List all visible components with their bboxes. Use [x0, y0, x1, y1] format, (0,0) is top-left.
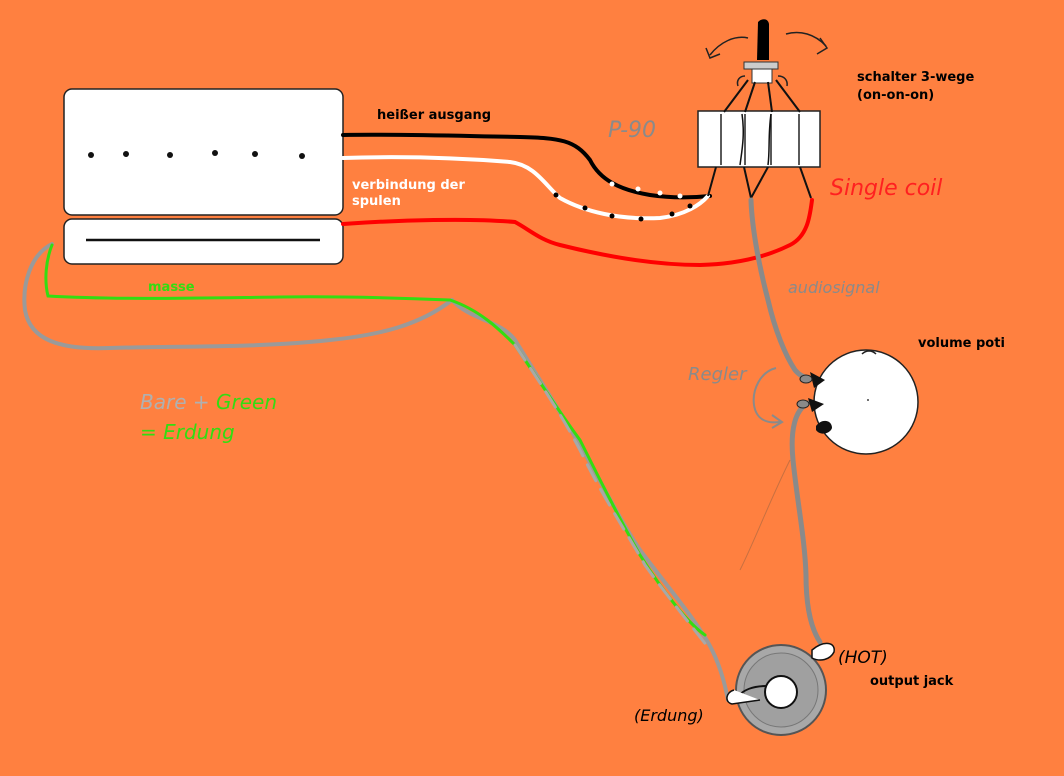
coil-wire-dots: [553, 192, 693, 222]
p90-label: P-90: [608, 118, 656, 143]
audio-signal-wire: [748, 197, 813, 381]
volume-pot: [796, 349, 919, 455]
switch-label-line1: schalter 3-wege: [857, 70, 975, 85]
jack-ground-label: (Erdung): [634, 706, 704, 725]
output-jack-label: output jack: [870, 674, 954, 689]
plus-sign: +: [192, 390, 210, 414]
hot-wire-dots: [609, 181, 683, 199]
pickup-pole-pieces: [88, 150, 305, 159]
regler-label: Regler: [688, 364, 747, 385]
single-coil-label: Single coil: [830, 176, 943, 201]
single-coil-wire: [341, 198, 814, 268]
jack-hot-label: (HOT): [838, 648, 888, 668]
ground-label: masse: [148, 280, 195, 295]
hot-output-label: heißer ausgang: [377, 108, 492, 123]
bare-ground-overlay: [513, 343, 712, 652]
green-word: Green: [216, 390, 278, 414]
regler-arrowhead: [771, 414, 784, 429]
volume-pot-label: volume poti: [918, 336, 1005, 351]
coil-link-label-line2: spulen: [352, 194, 401, 209]
audio-signal-label: audiosignal: [788, 278, 880, 297]
pickup-bottom: [63, 218, 344, 265]
bare-word: Bare: [140, 390, 187, 414]
pickup-top: [63, 88, 344, 216]
pot-to-jack-wire: [789, 400, 823, 645]
bare-green-label-line2: = Erdung: [140, 420, 235, 444]
three-way-switch: [697, 19, 829, 199]
hairline: [739, 459, 791, 571]
coil-link-label-line1: verbindung der: [352, 178, 465, 193]
regler-arrow: [752, 367, 781, 424]
bare-green-label-line1: Bare + Green: [140, 390, 277, 414]
hot-output-wire: [341, 132, 712, 200]
switch-label-line2: (on-on-on): [857, 88, 935, 103]
bare-ground-loop: [22, 242, 730, 702]
output-jack: [726, 642, 835, 736]
